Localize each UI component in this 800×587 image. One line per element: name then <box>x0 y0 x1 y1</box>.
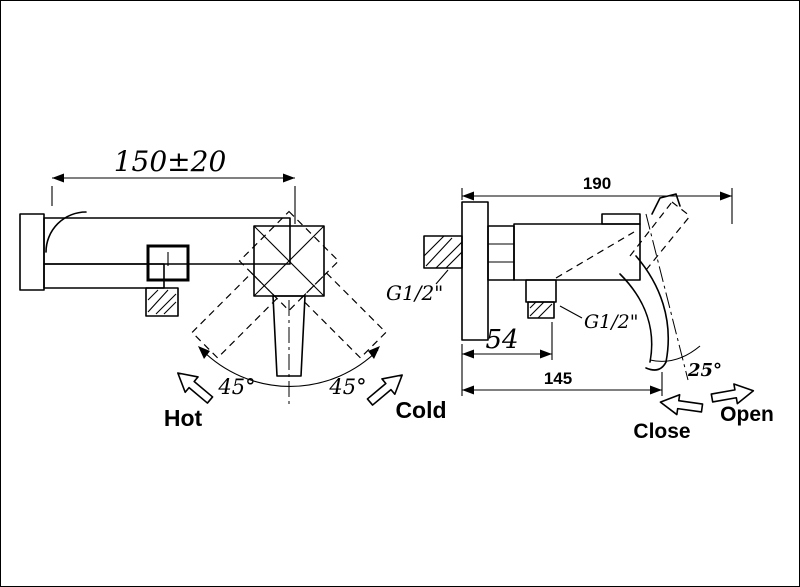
hot-label: Hot <box>164 405 203 431</box>
angle-right-label: 45° <box>328 375 366 399</box>
lever-closed-outer <box>635 255 670 363</box>
close-label: Close <box>633 420 690 443</box>
lever-closed-inner <box>619 273 653 363</box>
open-label: Open <box>720 403 774 426</box>
front-view: 150±20 <box>19 145 447 431</box>
side-dimension-145: 145 <box>461 360 663 396</box>
side-dim-54-label: 54 <box>485 325 518 355</box>
side-view: 190 <box>386 174 774 443</box>
handle-base <box>601 213 641 225</box>
body-arc-cap <box>45 211 87 253</box>
valve-body <box>513 223 641 281</box>
front-handle-assembly <box>191 210 387 404</box>
lever-closed-hook <box>645 361 667 371</box>
detail-callout-box <box>146 244 190 282</box>
bottom-outlet-thread <box>527 301 555 319</box>
cold-label: Cold <box>395 397 446 423</box>
front-body <box>19 211 291 317</box>
angle-25-label: 25° <box>687 360 722 381</box>
body-bar <box>43 217 291 265</box>
front-outlet-thread <box>145 287 179 317</box>
outlet-thread-label: G1/2" <box>584 311 639 333</box>
side-dimension-190: 190 <box>461 174 733 224</box>
front-dimension-150: 150±20 <box>51 145 296 224</box>
angle-25-arc <box>649 345 701 362</box>
side-lever: 25° <box>619 193 722 381</box>
lever-centerline <box>645 213 689 381</box>
handle-center <box>272 295 306 377</box>
side-body <box>423 201 641 341</box>
front-dim-150-label: 150±20 <box>114 145 227 178</box>
lever-tip-open <box>651 193 681 215</box>
inlet-thread-label: G1/2" <box>386 281 443 305</box>
side-dim-190-label: 190 <box>583 174 611 193</box>
side-dimension-54: 54 <box>461 322 553 360</box>
angle-left-label: 45° <box>217 375 255 399</box>
body-step <box>43 263 165 289</box>
front-angle-dimension: 45° 45° <box>198 346 380 399</box>
side-dim-145-label: 145 <box>544 369 572 388</box>
